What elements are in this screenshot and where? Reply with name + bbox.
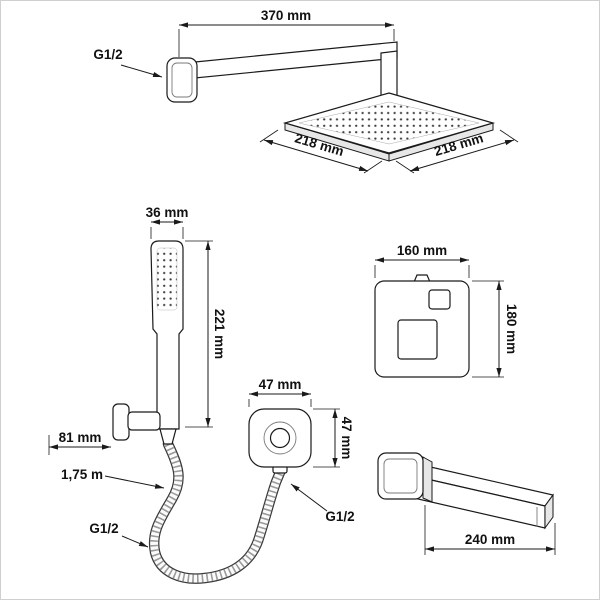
holder-wall-plate: [112, 403, 130, 441]
label-hose-thread: G1/2: [89, 521, 118, 536]
leader-arm-thread: [120, 64, 163, 78]
dim-hand-width: 36 mm: [146, 205, 189, 220]
shower-arm-shape: [194, 41, 398, 79]
leader-hose-length: [104, 475, 165, 489]
shower-head-nozzle-field: [298, 101, 480, 145]
extension-line: [363, 160, 383, 174]
extension-line: [395, 160, 415, 174]
panel-large-button: [397, 319, 438, 360]
dimension-line-head-depth: [409, 139, 515, 172]
label-outlet-thread: G1/2: [325, 509, 354, 524]
wall-bracket-shape: [166, 57, 198, 103]
shower-hose-ribbing: [150, 442, 285, 583]
overhead-shower-assembly: 370 mm G1/2 218 mm 218 mm: [93, 8, 519, 174]
spout-end-face: [544, 493, 554, 530]
dim-holder-offset: 81 mm: [59, 430, 102, 445]
hand-shower-assembly: 36 mm 221 mm 81 mm 1,75 m G1/2: [48, 205, 287, 584]
leader-hose-thread: [121, 535, 149, 548]
dim-panel-width: 160 mm: [397, 243, 447, 258]
dim-spout-length: 240 mm: [465, 532, 515, 547]
dim-arm-length: 370 mm: [261, 8, 311, 23]
spout-flange-inner: [383, 458, 418, 494]
extension-line: [499, 129, 519, 143]
spout-flange-side: [422, 456, 433, 503]
dim-outlet-width: 47 mm: [259, 377, 302, 392]
leader-outlet-thread: [290, 483, 328, 512]
shower-arm-drop-pipe: [380, 50, 398, 98]
label-hose-length: 1,75 m: [61, 467, 103, 482]
label-arm-thread: G1/2: [93, 47, 122, 62]
hose-nut-handle: [159, 428, 177, 445]
dim-panel-height: 180 mm: [504, 304, 519, 354]
mixer-panel-assembly: 160 mm 180 mm: [374, 243, 519, 378]
holder-arm: [127, 411, 161, 431]
hand-shower-nozzle-field: [156, 247, 178, 311]
wall-bracket-inner: [171, 62, 193, 98]
wall-outlet-bore: [269, 427, 291, 449]
dimension-line-head-width: [263, 139, 369, 172]
dim-hand-length: 221 mm: [212, 309, 227, 359]
wall-outlet-assembly: 47 mm 47 mm G1/2: [248, 377, 355, 524]
spout-assembly: 240 mm: [377, 452, 556, 555]
panel-small-button: [428, 289, 451, 310]
wall-outlet-ring: [263, 421, 297, 455]
spout-flange: [377, 452, 424, 500]
dim-outlet-height: 47 mm: [339, 417, 354, 460]
extension-line: [259, 129, 279, 143]
